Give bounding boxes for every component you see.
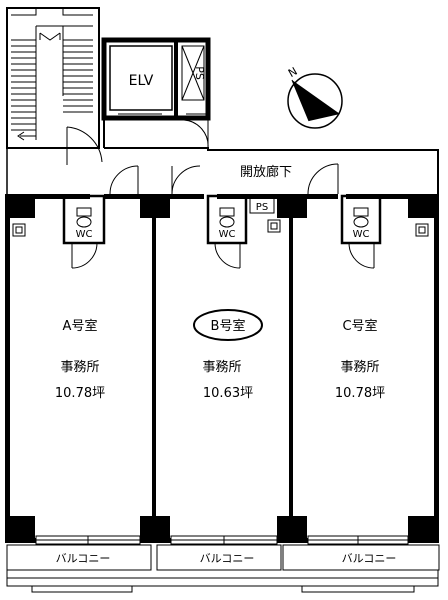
balconies bbox=[6, 544, 440, 593]
unit-b: B号室 事務所 10.63坪 bbox=[193, 309, 263, 401]
staircase bbox=[6, 7, 100, 149]
unit-c-area: 10.78坪 bbox=[335, 386, 385, 401]
unit-c: C号室 事務所 10.78坪 bbox=[335, 318, 385, 401]
unit-b-use: 事務所 bbox=[202, 360, 241, 375]
unit-b-room-name: B号室 bbox=[211, 318, 246, 334]
unit-b-highlight-ring bbox=[193, 309, 263, 341]
balcony-windows bbox=[35, 535, 409, 545]
unit-c-wc-label: WC bbox=[353, 229, 370, 240]
unit-a-room-name: A号室 bbox=[63, 318, 98, 334]
unit-b-restroom bbox=[206, 194, 281, 269]
elevator-core bbox=[101, 37, 211, 121]
unit-c-restroom bbox=[340, 194, 429, 269]
unit-c-use: 事務所 bbox=[340, 360, 379, 375]
elevator-label: ELV bbox=[129, 73, 154, 89]
unit-c-room-name: C号室 bbox=[342, 318, 377, 334]
stair-door bbox=[66, 126, 103, 165]
unit-a-area: 10.78坪 bbox=[55, 386, 105, 401]
unit-a-restroom bbox=[12, 194, 106, 269]
corridor-label: 開放廊下 bbox=[240, 164, 292, 180]
unit-b-balcony-label: バルコニー bbox=[200, 552, 255, 565]
pipe-space-label-vertical: PS bbox=[193, 66, 206, 80]
north-compass: N bbox=[286, 65, 343, 129]
unit-a: A号室 事務所 10.78坪 bbox=[55, 318, 105, 401]
entrance-doors bbox=[109, 163, 339, 195]
unit-b-wc-label: WC bbox=[219, 229, 236, 240]
unit-b-area: 10.63坪 bbox=[203, 386, 253, 401]
unit-a-wc-label: WC bbox=[76, 229, 93, 240]
unit-b-ps-label: PS bbox=[256, 202, 268, 213]
unit-a-balcony-label: バルコニー bbox=[56, 552, 111, 565]
open-corridor bbox=[6, 118, 439, 194]
unit-c-balcony-label: バルコニー bbox=[342, 552, 397, 565]
elv-hall-door bbox=[183, 119, 209, 150]
unit-a-use: 事務所 bbox=[60, 360, 99, 375]
north-label: N bbox=[286, 65, 300, 80]
